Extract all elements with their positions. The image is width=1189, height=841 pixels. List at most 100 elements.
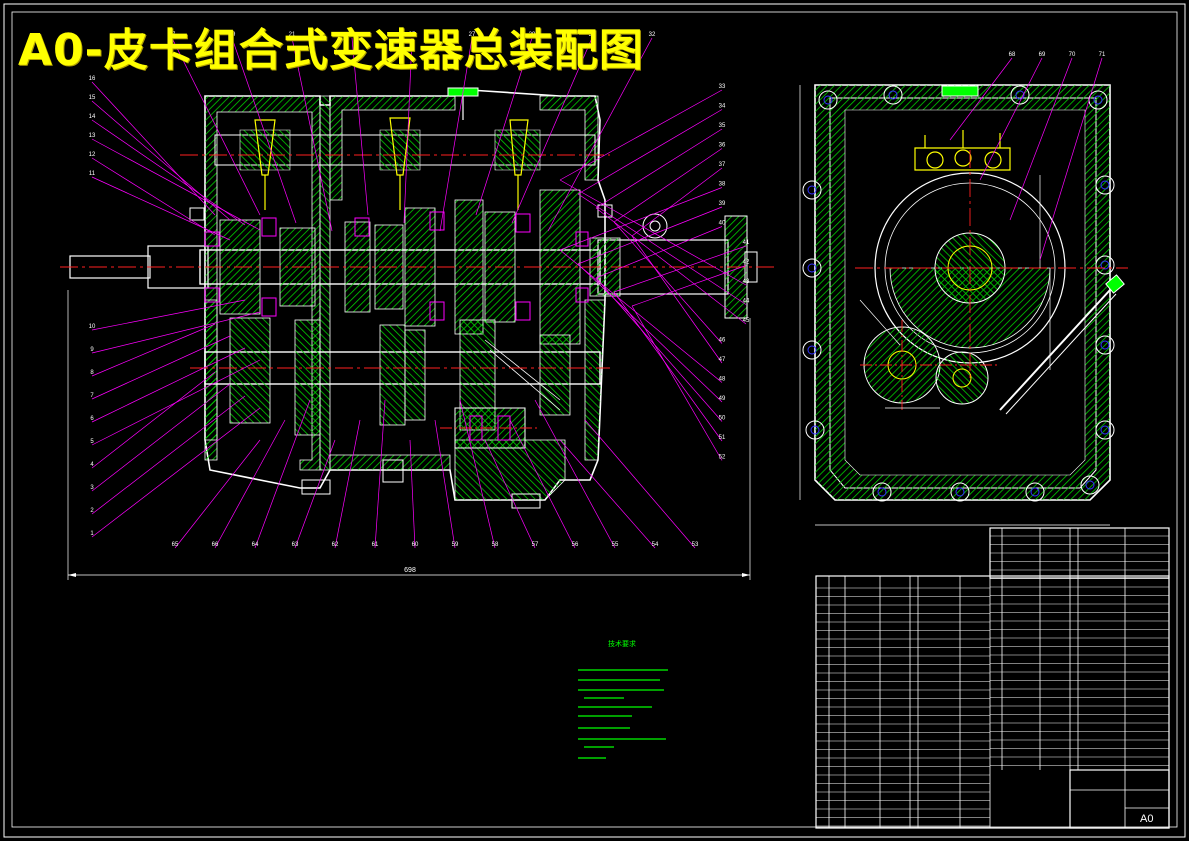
balloon-left-15: 15 xyxy=(89,95,96,101)
balloon-left-8: 8 xyxy=(90,370,94,376)
balloon-bottom-63-leader xyxy=(294,439,336,549)
balloon-top-32-leader xyxy=(547,37,653,232)
balloon-right-51-leader xyxy=(613,291,723,442)
balloon-side-69-leader xyxy=(979,57,1043,181)
balloon-left-11-leader xyxy=(91,176,231,241)
balloon-right-48-leader xyxy=(559,249,723,383)
balloon-right-35-leader xyxy=(595,128,723,209)
balloon-right-38: 38 xyxy=(719,182,726,188)
balloon-side-68: 68 xyxy=(1009,52,1016,58)
balloon-left-3-leader xyxy=(91,383,231,492)
balloon-left-4-leader xyxy=(91,371,216,469)
balloon-top-17: 17 xyxy=(169,32,176,38)
balloon-right-34: 34 xyxy=(719,104,726,110)
balloon-right-48: 48 xyxy=(719,377,726,383)
balloon-bottom-62: 62 xyxy=(332,542,339,548)
main-section-view: 698 171921232527293132161514131211109876… xyxy=(60,32,775,580)
balloon-right-34-leader xyxy=(577,109,723,195)
balloon-right-47-leader xyxy=(631,235,723,364)
balloon-right-43-leader xyxy=(559,179,747,286)
balloon-right-44-leader xyxy=(577,193,747,305)
balloon-bottom-60-leader xyxy=(409,439,416,549)
balloon-right-40: 40 xyxy=(719,221,726,227)
balloon-side-68-leader xyxy=(949,57,1013,141)
balloon-left-16: 16 xyxy=(89,76,96,82)
balloon-top-21-leader xyxy=(291,37,333,232)
balloon-side-70: 70 xyxy=(1069,52,1076,58)
balloon-right-52: 52 xyxy=(719,455,726,461)
balloon-top-23: 23 xyxy=(349,32,356,38)
balloon-left-6-leader xyxy=(91,347,246,423)
balloon-left-13-leader xyxy=(91,138,261,231)
balloon-left-7-leader xyxy=(91,335,231,400)
sheet-border xyxy=(3,3,1186,838)
balloon-right-39-leader xyxy=(577,206,723,265)
balloon-left-5: 5 xyxy=(90,439,94,445)
drawing-title: A0-皮卡组合式变速器总装配图 xyxy=(18,25,644,76)
technical-requirements: 技术要求 xyxy=(578,639,668,759)
balloon-left-2: 2 xyxy=(90,508,94,514)
balloon-right-45-leader xyxy=(595,207,747,325)
balloon-right-47: 47 xyxy=(719,357,726,363)
balloon-bottom-55-leader xyxy=(534,399,616,549)
balloon-right-39: 39 xyxy=(719,201,726,207)
balloon-top-27: 27 xyxy=(469,32,476,38)
balloon-bottom-58-leader xyxy=(459,399,496,549)
balloon-top-31: 31 xyxy=(589,32,596,38)
balloon-top-19-leader xyxy=(231,37,297,224)
balloon-side-70-leader xyxy=(1009,57,1073,221)
balloon-left-14: 14 xyxy=(89,114,96,120)
balloon-left-16-leader xyxy=(91,81,216,216)
balloon-right-46-leader xyxy=(613,221,723,344)
balloon-bottom-64: 64 xyxy=(252,542,259,548)
balloon-bottom-57: 57 xyxy=(532,542,539,548)
balloon-top-25: 25 xyxy=(409,32,416,38)
inner-frame xyxy=(11,11,1178,828)
balloon-right-51: 51 xyxy=(719,435,726,441)
balloon-left-1-leader xyxy=(91,407,261,538)
balloon-bottom-63: 63 xyxy=(292,542,299,548)
balloon-right-37: 37 xyxy=(719,162,726,168)
balloon-top-29-leader xyxy=(475,37,533,216)
balloon-top-31-leader xyxy=(511,37,593,224)
balloon-top-19: 19 xyxy=(229,32,236,38)
balloon-bottom-66-leader xyxy=(214,419,286,549)
balloon-left-15-leader xyxy=(91,100,231,221)
balloon-right-41-leader xyxy=(613,245,747,293)
balloon-bottom-58: 58 xyxy=(492,542,499,548)
balloon-bottom-54-leader xyxy=(559,439,656,549)
balloon-bottom-54: 54 xyxy=(652,542,659,548)
balloon-top-21: 21 xyxy=(289,32,296,38)
balloon-bottom-55: 55 xyxy=(612,542,619,548)
balloon-bottom-56-leader xyxy=(509,419,576,549)
balloon-right-33-leader xyxy=(559,89,723,181)
balloon-bottom-61-leader xyxy=(374,399,386,549)
balloon-left-7: 7 xyxy=(90,393,94,399)
balloon-right-40-leader xyxy=(595,226,723,279)
balloon-left-8-leader xyxy=(91,323,216,377)
balloon-bottom-62-leader xyxy=(334,419,361,549)
balloon-top-17-leader xyxy=(171,37,261,216)
balloon-top-27-leader xyxy=(439,37,473,232)
balloon-right-38-leader xyxy=(559,187,723,251)
balloon-left-12-leader xyxy=(91,157,216,236)
balloon-right-45: 45 xyxy=(743,318,750,324)
balloon-side-71-leader xyxy=(1039,57,1103,261)
balloon-bottom-59-leader xyxy=(434,419,456,549)
balloon-left-2-leader xyxy=(91,395,246,515)
balloon-right-42: 42 xyxy=(743,260,750,266)
overall-width-dimension: 698 xyxy=(404,567,416,574)
balloon-left-10: 10 xyxy=(89,324,96,330)
balloon-bottom-65: 65 xyxy=(172,542,179,548)
balloon-left-11: 11 xyxy=(89,171,96,177)
balloon-left-10-leader xyxy=(91,299,246,331)
balloon-left-9: 9 xyxy=(90,347,94,353)
balloon-right-33: 33 xyxy=(719,84,726,90)
balloon-bottom-53-leader xyxy=(584,419,696,549)
balloon-right-49: 49 xyxy=(719,396,726,402)
balloon-bottom-57-leader xyxy=(484,439,536,549)
tech-requirements-heading: 技术要求 xyxy=(608,639,636,648)
balloon-right-35: 35 xyxy=(719,123,726,129)
